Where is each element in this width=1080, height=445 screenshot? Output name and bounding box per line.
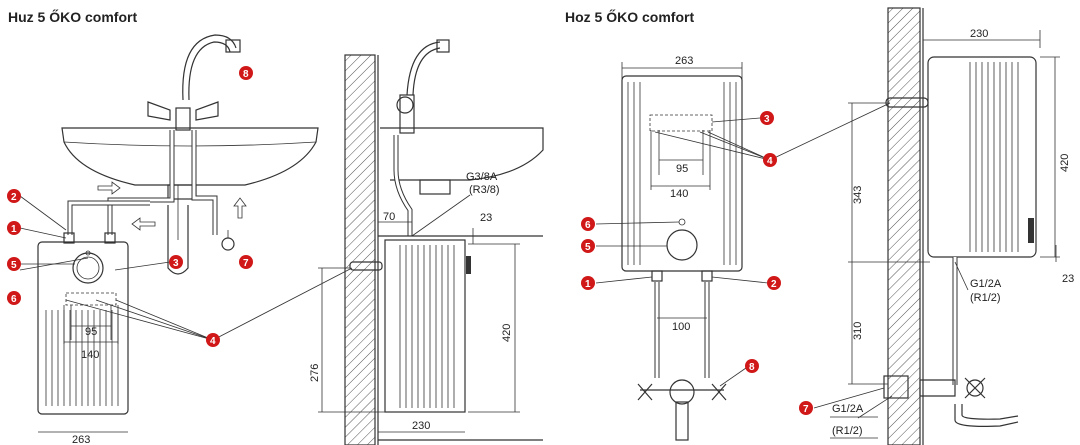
right-thread2-b: (R1/2) <box>832 425 863 437</box>
right-thread1-a: G1/2A <box>970 278 1002 290</box>
right-side-view: 230 420 23 343 310 G1/2A (R1/2) G1/2A <box>830 7 1074 445</box>
marker-2: 2 <box>7 189 21 203</box>
right-dim-95: 95 <box>676 163 688 175</box>
right-dim-343: 343 <box>852 186 864 204</box>
right-dim-140: 140 <box>670 188 688 200</box>
right-dim-420: 420 <box>1059 154 1071 172</box>
left-dim-95: 95 <box>85 326 97 338</box>
svg-text:4: 4 <box>767 156 773 167</box>
svg-text:6: 6 <box>585 220 591 231</box>
left-dim-276: 276 <box>309 364 321 382</box>
right-dim-310: 310 <box>852 322 864 340</box>
right-markers: 3 4 6 5 1 2 8 7 <box>581 111 813 415</box>
marker-4: 4 <box>206 333 220 347</box>
right-front-view: 263 95 140 100 <box>621 55 743 441</box>
right-dim-263: 263 <box>675 55 693 67</box>
marker-4: 4 <box>763 153 777 167</box>
left-markers: 8 2 1 5 6 3 7 4 <box>7 66 253 347</box>
marker-3: 3 <box>169 255 183 269</box>
right-dim-100: 100 <box>672 321 690 333</box>
right-wall <box>887 7 921 445</box>
left-thread-b: (R3/8) <box>469 184 500 196</box>
svg-text:7: 7 <box>243 258 249 269</box>
marker-2: 2 <box>767 276 781 290</box>
marker-8: 8 <box>239 66 253 80</box>
svg-text:7: 7 <box>803 404 809 415</box>
marker-6: 6 <box>7 291 21 305</box>
right-title: Hoz 5 ŐKO comfort <box>565 8 694 25</box>
right-thread1-b: (R1/2) <box>970 292 1001 304</box>
marker-8: 8 <box>745 359 759 373</box>
svg-text:4: 4 <box>210 336 216 347</box>
right-heater-side <box>927 56 1037 258</box>
marker-5: 5 <box>581 239 595 253</box>
right-dim-23: 23 <box>1062 273 1074 285</box>
marker-5: 5 <box>7 257 21 271</box>
marker-7: 7 <box>239 255 253 269</box>
flow-arrow-up <box>233 197 247 219</box>
left-dim-263: 263 <box>72 434 90 445</box>
left-title: Huz 5 ŐKO comfort <box>8 8 137 25</box>
right-thread2-a: G1/2A <box>832 403 864 415</box>
svg-text:8: 8 <box>749 362 755 373</box>
right-dim-230: 230 <box>970 28 988 40</box>
svg-text:2: 2 <box>11 192 17 203</box>
flow-arrow-left <box>131 217 156 231</box>
left-dim-70: 70 <box>383 211 395 223</box>
left-sink <box>61 127 319 186</box>
left-wall <box>344 54 376 445</box>
marker-1: 1 <box>7 221 21 235</box>
left-dim-140: 140 <box>81 349 99 361</box>
svg-text:1: 1 <box>11 224 17 235</box>
svg-text:3: 3 <box>764 114 770 125</box>
left-thread-a: G3/8A <box>466 171 498 183</box>
svg-text:6: 6 <box>11 294 17 305</box>
left-side-view: G3/8A (R3/8) 70 23 420 276 230 <box>309 39 544 445</box>
svg-text:5: 5 <box>11 260 17 271</box>
marker-1: 1 <box>581 276 595 290</box>
right-heater <box>621 75 743 272</box>
left-dim-420: 420 <box>501 324 513 342</box>
left-heater <box>37 241 129 415</box>
svg-text:2: 2 <box>771 279 777 290</box>
svg-text:5: 5 <box>585 242 591 253</box>
left-front-view: 95 140 263 <box>37 34 319 445</box>
left-dim-23: 23 <box>480 212 492 224</box>
marker-7: 7 <box>799 401 813 415</box>
svg-text:3: 3 <box>173 258 179 269</box>
marker-3: 3 <box>760 111 774 125</box>
svg-text:8: 8 <box>243 69 249 80</box>
svg-text:1: 1 <box>585 279 591 290</box>
left-dim-230: 230 <box>412 420 430 432</box>
left-heater-side <box>384 239 466 413</box>
marker-6: 6 <box>581 217 595 231</box>
flow-arrow-right <box>97 181 121 195</box>
